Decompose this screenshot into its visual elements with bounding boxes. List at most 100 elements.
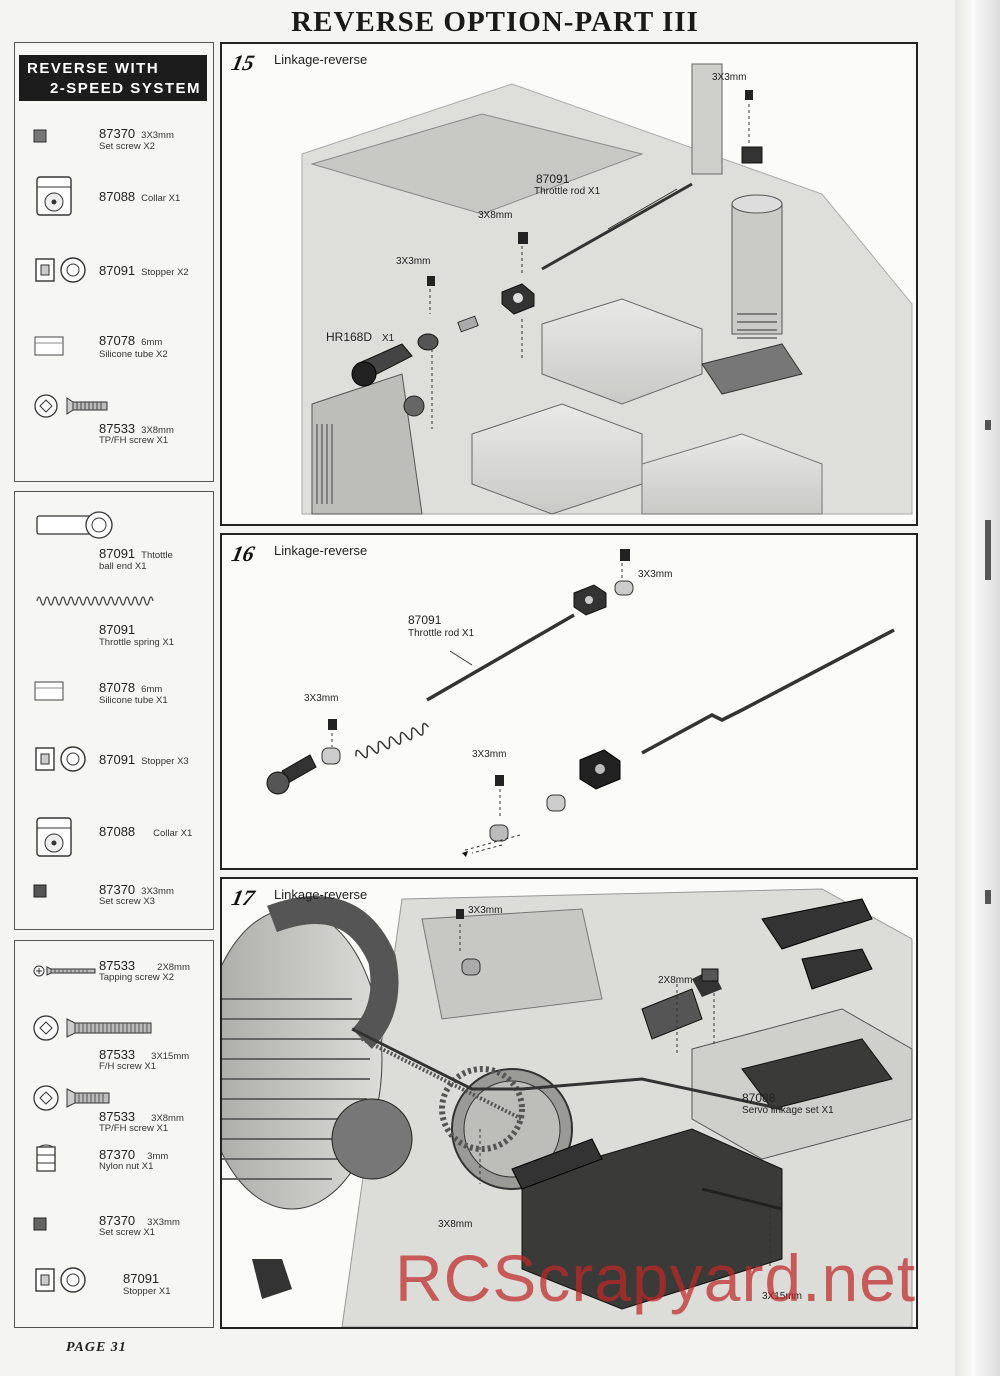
step-15-illustration xyxy=(301,63,913,515)
part-code: 87370 xyxy=(99,1147,136,1162)
part-spec: Collar X1 xyxy=(153,828,193,839)
part-spec: Stopper X3 xyxy=(141,756,189,767)
part-description: TP/FH screw X1 xyxy=(99,1123,169,1134)
stopper-icon xyxy=(35,746,86,772)
step-16-panel: 16 Linkage-reverse 3X3mm 87091 Throttle … xyxy=(220,533,918,870)
part-description: Set screw X3 xyxy=(99,896,155,907)
part-code: 87533 xyxy=(99,1047,136,1062)
part-item: 87091 Throttle spring X1 xyxy=(15,590,213,648)
step-title: Linkage-reverse xyxy=(274,887,368,902)
callout-label: Throttle rod X1 xyxy=(534,186,601,197)
stopper-icon xyxy=(35,1267,86,1293)
callout-label: Servo linkage set X1 xyxy=(742,1105,834,1116)
callout-label: 3X3mm xyxy=(468,905,503,916)
part-spec: Stopper X2 xyxy=(141,267,189,278)
callout-label: 3X3mm xyxy=(396,256,431,267)
part-description: Nylon nut X1 xyxy=(99,1161,154,1172)
step-title: Linkage-reverse xyxy=(274,52,368,67)
silicone-tube-icon xyxy=(34,681,64,701)
part-number: 87370 3mm xyxy=(99,1147,168,1162)
part-spec: 3X3mm xyxy=(141,130,174,141)
callout-label: 2X8mm xyxy=(658,975,693,986)
callout-label: 87091 xyxy=(536,172,570,186)
callout-label: 87091 xyxy=(408,613,442,627)
part-description: TP/FH screw X1 xyxy=(99,435,169,446)
part-spec: 3mm xyxy=(147,1151,169,1162)
stopper-icon xyxy=(35,257,86,283)
set-screw-icon xyxy=(33,1217,47,1231)
part-description: Set screw X1 xyxy=(99,1227,155,1238)
callout-label: 87088 xyxy=(742,1091,776,1105)
part-spec: 6mm xyxy=(141,337,163,348)
callout-label: 3X8mm xyxy=(478,210,513,221)
part-description: Tapping screw X2 xyxy=(99,972,174,983)
part-description: Stopper X1 xyxy=(123,1286,171,1297)
part-spec: Thtottle xyxy=(141,550,173,561)
part-item: 87533 3X8mm TP/FH screw X1 xyxy=(15,1083,213,1134)
flat-head-screw-icon xyxy=(34,394,108,418)
step-15-panel: 15 Linkage-reverse 3X3mm 87091 Throttle … xyxy=(220,42,918,526)
set-screw-icon xyxy=(33,129,47,143)
flat-head-screw-icon xyxy=(33,1085,110,1111)
part-spec: 3X3mm xyxy=(147,1217,180,1228)
part-code: 87088 xyxy=(99,189,136,204)
part-code: 87091 xyxy=(99,263,136,278)
ball-end-icon xyxy=(36,511,113,539)
part-number: 87091 xyxy=(123,1271,165,1286)
nylon-nut-icon xyxy=(36,1144,56,1172)
part-number: 87091 Stopper X3 xyxy=(99,752,189,767)
part-item: 87091 Stopper X2 xyxy=(15,251,213,301)
step-17-panel: 17 Linkage-reverse 3X3mm 2X8mm 87088 Ser… xyxy=(220,877,918,1329)
flat-head-screw-icon xyxy=(33,1015,152,1041)
callout-label: 3X3mm xyxy=(304,693,339,704)
part-spec: 3X3mm xyxy=(141,886,174,897)
part-code: 87533 xyxy=(99,1109,136,1124)
collar-icon xyxy=(36,176,72,216)
part-number: 87533 3X15mm xyxy=(99,1047,189,1062)
page-number: PAGE 31 xyxy=(66,1340,127,1355)
adjacent-page-edge xyxy=(955,0,1000,1376)
badge-line-1: REVERSE WITH xyxy=(27,60,160,77)
step-17-illustration xyxy=(222,888,913,1327)
part-spec: 2X8mm xyxy=(157,962,190,973)
part-item: 87091 Stopper X3 xyxy=(15,744,213,794)
silicone-tube-icon xyxy=(34,336,64,356)
watermark: RCScrapyard.net xyxy=(395,1241,917,1315)
part-description: Throttle spring X1 xyxy=(99,637,174,648)
part-item: 87091 Stopper X1 xyxy=(15,1265,213,1315)
part-description: ball end X1 xyxy=(99,561,147,572)
page-title: REVERSE OPTION-PART III xyxy=(291,6,699,38)
tapping-screw-icon xyxy=(33,965,96,977)
part-description: Silicone tube X2 xyxy=(99,349,168,360)
callout-label: 3X3mm xyxy=(712,72,747,83)
part-spec: 3X8mm xyxy=(151,1113,184,1124)
section-badge: REVERSE WITH 2-SPEED SYSTEM xyxy=(19,55,207,101)
part-number: 87091 Stopper X2 xyxy=(99,263,189,278)
part-spec: 6mm xyxy=(141,684,163,695)
spring-icon xyxy=(36,596,154,606)
part-spec: 3X15mm xyxy=(151,1051,190,1062)
callout-label: 3X3mm xyxy=(472,749,507,760)
callout-label: 3X8mm xyxy=(438,1219,473,1230)
part-code: 87091 xyxy=(99,752,136,767)
